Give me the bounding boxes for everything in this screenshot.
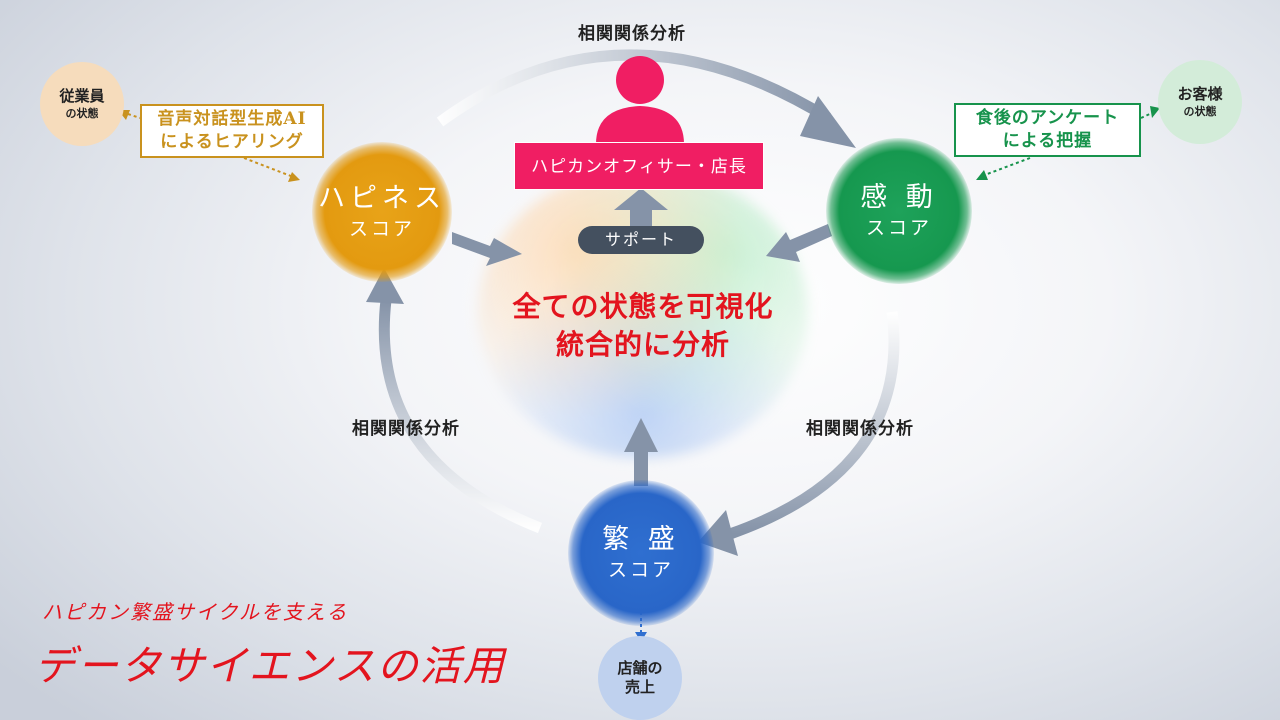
employee-state-title: 従業員 <box>59 86 105 105</box>
center-main-text: 全ての状態を可視化 統合的に分析 <box>478 288 808 364</box>
slide-subtitle: ハピカン繁盛サイクルを支える <box>42 600 349 624</box>
dotted-connector-customer <box>981 111 1155 177</box>
kando-score-sub: スコア <box>865 217 932 239</box>
officer-box: ハピカンオフィサー・店長 <box>514 142 764 190</box>
survey-line2: による把握 <box>1002 131 1093 151</box>
store-sales-title: 店舗の <box>617 659 663 677</box>
arrow-kando-to-center <box>766 224 832 262</box>
correlation-label-top: 相関関係分析 <box>578 24 686 44</box>
correlation-label-right: 相関関係分析 <box>806 419 914 439</box>
dotted-connector-employee <box>127 113 297 179</box>
happiness-score-circle: ハピネス スコア <box>312 142 452 282</box>
employee-state-circle: 従業員 の状態 <box>40 62 124 146</box>
hanjo-score-sub: スコア <box>607 559 674 581</box>
support-badge: サポート <box>578 226 704 254</box>
cycle-arrow-head-top <box>800 96 856 148</box>
kando-score-circle: 感 動 スコア <box>826 138 972 284</box>
ai-hearing-line2: によるヒアリング <box>160 132 304 152</box>
happiness-score-title: ハピネス <box>318 183 446 214</box>
cycle-arrow-icon-right <box>728 311 900 540</box>
survey-line1: 食後のアンケート <box>975 108 1120 128</box>
happiness-score-sub: スコア <box>348 218 415 240</box>
center-main-line1: 全ての状態を可視化 <box>512 290 774 323</box>
slide-title: データサイエンスの活用 <box>34 642 506 690</box>
connector-arrow-employee-b <box>288 172 300 182</box>
cycle-arrow-icon-top <box>436 49 831 127</box>
center-main-line2: 統合的に分析 <box>555 328 730 361</box>
customer-state-sub: の状態 <box>1183 104 1217 118</box>
store-sales-sub: 売上 <box>624 678 655 696</box>
hanjo-score-circle: 繁 盛 スコア <box>568 480 714 626</box>
arrow-up-icon-hanjo <box>624 418 658 486</box>
arrow-up-icon-support <box>614 188 668 226</box>
customer-state-circle: お客様 の状態 <box>1158 60 1242 144</box>
employee-state-sub: の状態 <box>65 106 99 120</box>
customer-state-title: お客様 <box>1177 84 1223 103</box>
person-icon <box>596 56 684 144</box>
arrow-happiness-to-center <box>452 232 522 266</box>
cycle-arrow-icon-left <box>378 299 543 534</box>
correlation-label-left: 相関関係分析 <box>352 419 460 439</box>
survey-box: 食後のアンケート による把握 <box>954 103 1141 157</box>
connector-arrow-customer-b <box>976 170 988 180</box>
cycle-arrow-head-left <box>366 268 404 304</box>
ai-hearing-box: 音声対話型生成AI によるヒアリング <box>140 104 324 158</box>
store-sales-circle: 店舗の 売上 <box>598 636 682 720</box>
kando-score-title: 感 動 <box>860 182 938 213</box>
hanjo-score-title: 繁 盛 <box>602 524 680 555</box>
connector-arrow-customer-a <box>1150 106 1160 118</box>
ai-hearing-line1: 音声対話型生成AI <box>157 109 307 129</box>
